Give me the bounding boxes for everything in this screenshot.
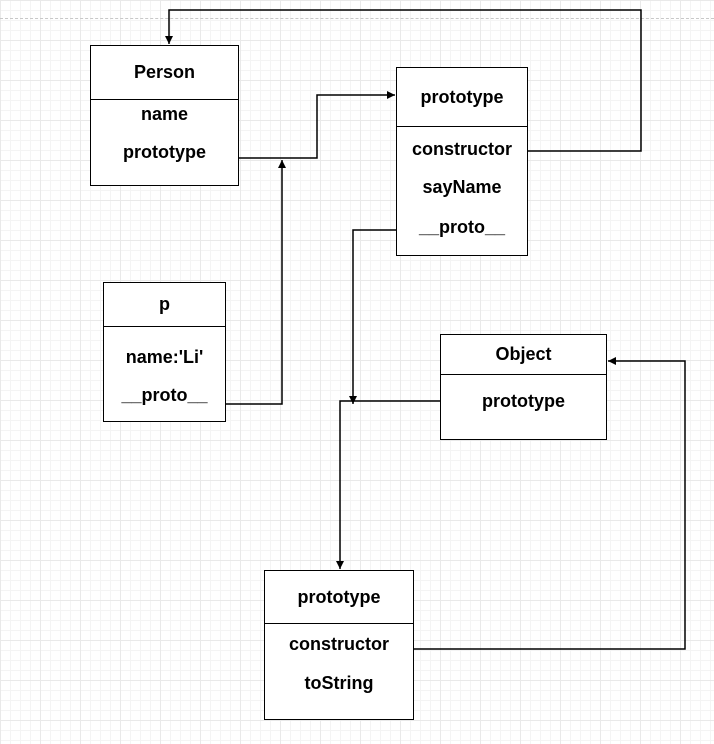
person-prototype-field-constructor: constructor bbox=[411, 139, 512, 159]
person-box: Person name prototype bbox=[90, 45, 239, 186]
instance-p-title: p bbox=[104, 283, 225, 327]
person-field-name: name bbox=[140, 104, 189, 124]
connector-person-prototype-to-prototype bbox=[239, 91, 395, 159]
page-boundary-line bbox=[0, 18, 714, 19]
connector-p-proto-to-prototype bbox=[226, 160, 286, 405]
person-prototype-title: prototype bbox=[397, 68, 527, 127]
object-field-prototype: prototype bbox=[482, 391, 565, 411]
instance-p-field-proto: __proto__ bbox=[121, 385, 208, 405]
instance-p-box: p name:'Li' __proto__ bbox=[103, 282, 226, 422]
connector-object-constructor-to-object bbox=[414, 357, 686, 650]
object-title: Object bbox=[441, 335, 606, 375]
person-prototype-field-proto: __proto__ bbox=[418, 217, 506, 237]
connector-object-prototype-link bbox=[336, 400, 440, 569]
object-prototype-title: prototype bbox=[265, 571, 413, 624]
person-prototype-box: prototype constructor sayName __proto__ bbox=[396, 67, 528, 256]
person-field-prototype: prototype bbox=[123, 142, 206, 162]
object-prototype-box: prototype constructor toString bbox=[264, 570, 414, 720]
object-prototype-field-tostring: toString bbox=[304, 673, 374, 693]
object-box: Object prototype bbox=[440, 334, 607, 440]
instance-p-field-name: name:'Li' bbox=[125, 347, 204, 367]
connector-constructor-to-person bbox=[165, 9, 642, 152]
person-prototype-field-sayname: sayName bbox=[422, 177, 502, 197]
connector-proto-chain-to-object-prototype bbox=[349, 229, 397, 404]
person-title: Person bbox=[91, 46, 238, 100]
object-prototype-field-constructor: constructor bbox=[288, 634, 389, 654]
